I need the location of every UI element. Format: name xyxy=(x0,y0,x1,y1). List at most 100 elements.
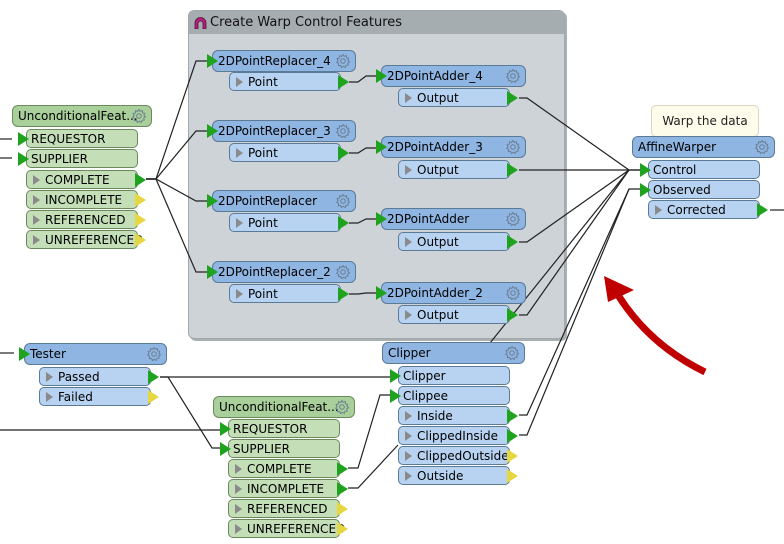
expand-icon[interactable] xyxy=(33,194,40,205)
gear-icon[interactable] xyxy=(505,139,521,155)
connected-output-icon[interactable] xyxy=(507,235,518,249)
unconnected-output-icon[interactable] xyxy=(507,449,518,463)
connected-output-icon[interactable] xyxy=(757,203,768,217)
unconnected-output-icon[interactable] xyxy=(337,502,348,516)
expand-icon[interactable] xyxy=(405,309,412,320)
transformer-header[interactable]: UnconditionalFeat... xyxy=(213,396,355,418)
output-port[interactable]: ClippedOutside xyxy=(398,446,510,465)
output-port[interactable]: UNREFERENCED xyxy=(228,519,345,538)
connected-output-icon[interactable] xyxy=(148,370,159,384)
expand-icon[interactable] xyxy=(46,391,53,402)
gear-icon[interactable] xyxy=(131,108,147,124)
unconnected-output-icon[interactable] xyxy=(507,469,518,483)
input-port[interactable]: REQUESTOR xyxy=(26,129,138,148)
gear-icon[interactable] xyxy=(505,211,521,227)
connected-output-icon[interactable] xyxy=(507,163,518,177)
output-port[interactable]: COMPLETE xyxy=(228,459,340,478)
expand-icon[interactable] xyxy=(46,371,53,382)
expand-icon[interactable] xyxy=(33,214,40,225)
expand-icon[interactable] xyxy=(405,450,412,461)
output-port[interactable]: Point xyxy=(229,143,341,162)
input-port-icon[interactable] xyxy=(19,347,30,361)
expand-icon[interactable] xyxy=(33,234,40,245)
input-port-icon[interactable] xyxy=(376,69,387,83)
gear-icon[interactable] xyxy=(505,285,521,301)
output-port[interactable]: Output xyxy=(398,160,510,179)
input-port-icon[interactable] xyxy=(640,163,651,177)
expand-icon[interactable] xyxy=(655,204,662,215)
input-port-icon[interactable] xyxy=(220,422,231,436)
expand-icon[interactable] xyxy=(236,147,243,158)
input-port-icon[interactable] xyxy=(207,194,218,208)
annotation-note[interactable]: Warp the data xyxy=(651,105,759,137)
gear-icon[interactable] xyxy=(754,139,770,155)
expand-icon[interactable] xyxy=(236,76,243,87)
output-port[interactable]: REFERENCED xyxy=(26,210,138,229)
gear-icon[interactable] xyxy=(335,123,351,139)
expand-icon[interactable] xyxy=(235,503,242,514)
transformer-header[interactable]: 2DPointReplacer xyxy=(212,190,356,212)
transformer-header[interactable]: AffineWarper xyxy=(632,136,775,158)
transformer-header[interactable]: UnconditionalFeat... xyxy=(12,105,152,127)
expand-icon[interactable] xyxy=(405,164,412,175)
unconnected-output-icon[interactable] xyxy=(135,233,146,247)
transformer-header[interactable]: 2DPointReplacer_2 xyxy=(212,261,356,283)
transformer-header[interactable]: 2DPointAdder_4 xyxy=(381,65,526,87)
output-port[interactable]: Passed xyxy=(39,367,151,386)
output-port[interactable]: ClippedInside xyxy=(398,426,510,445)
input-port-icon[interactable] xyxy=(220,442,231,456)
gear-icon[interactable] xyxy=(335,193,351,209)
transformer-header[interactable]: Tester xyxy=(24,343,167,365)
output-port[interactable]: INCOMPLETE xyxy=(26,190,138,209)
expand-icon[interactable] xyxy=(235,463,242,474)
connected-output-icon[interactable] xyxy=(338,146,349,160)
expand-icon[interactable] xyxy=(405,470,412,481)
output-port[interactable]: Output xyxy=(398,232,510,251)
expand-icon[interactable] xyxy=(33,174,40,185)
output-port[interactable]: Point xyxy=(229,72,341,91)
transformer-header[interactable]: Clipper xyxy=(382,342,525,364)
output-port[interactable]: COMPLETE xyxy=(26,170,138,189)
transformer-header[interactable]: 2DPointReplacer_3 xyxy=(212,120,356,142)
output-port[interactable]: Point xyxy=(229,284,341,303)
output-port[interactable]: UNREFERENCED xyxy=(26,230,143,249)
input-port-icon[interactable] xyxy=(207,265,218,279)
input-port[interactable]: SUPPLIER xyxy=(228,439,340,458)
input-port[interactable]: Clippee xyxy=(398,386,510,405)
output-port[interactable]: REFERENCED xyxy=(228,499,340,518)
gear-icon[interactable] xyxy=(335,53,351,69)
expand-icon[interactable] xyxy=(236,288,243,299)
output-port[interactable]: Outside xyxy=(398,466,510,485)
expand-icon[interactable] xyxy=(405,410,412,421)
output-port[interactable]: Corrected xyxy=(648,200,760,219)
expand-icon[interactable] xyxy=(405,236,412,247)
connected-output-icon[interactable] xyxy=(507,308,518,322)
input-port-icon[interactable] xyxy=(390,369,401,383)
unconnected-output-icon[interactable] xyxy=(148,390,159,404)
gear-icon[interactable] xyxy=(334,399,350,415)
input-port[interactable]: Clipper xyxy=(398,366,510,385)
unconnected-output-icon[interactable] xyxy=(135,193,146,207)
gear-icon[interactable] xyxy=(504,345,520,361)
input-port-icon[interactable] xyxy=(376,212,387,226)
transformer-header[interactable]: 2DPointAdder xyxy=(381,208,526,230)
expand-icon[interactable] xyxy=(235,483,242,494)
expand-icon[interactable] xyxy=(235,523,242,534)
input-port-icon[interactable] xyxy=(376,140,387,154)
unconnected-output-icon[interactable] xyxy=(135,213,146,227)
connected-output-icon[interactable] xyxy=(507,409,518,423)
connected-output-icon[interactable] xyxy=(337,462,348,476)
transformer-header[interactable]: 2DPointReplacer_4 xyxy=(212,50,356,72)
transformer-header[interactable]: 2DPointAdder_2 xyxy=(381,282,526,304)
input-port-icon[interactable] xyxy=(18,132,29,146)
input-port[interactable]: REQUESTOR xyxy=(228,419,340,438)
connected-output-icon[interactable] xyxy=(135,173,146,187)
transformer-header[interactable]: 2DPointAdder_3 xyxy=(381,136,526,158)
connected-output-icon[interactable] xyxy=(507,91,518,105)
bookmark-header[interactable]: Create Warp Control Features xyxy=(189,11,564,34)
input-port-icon[interactable] xyxy=(376,286,387,300)
output-port[interactable]: INCOMPLETE xyxy=(228,479,340,498)
output-port[interactable]: Output xyxy=(398,305,510,324)
input-port[interactable]: SUPPLIER xyxy=(26,149,138,168)
output-port[interactable]: Output xyxy=(398,88,510,107)
